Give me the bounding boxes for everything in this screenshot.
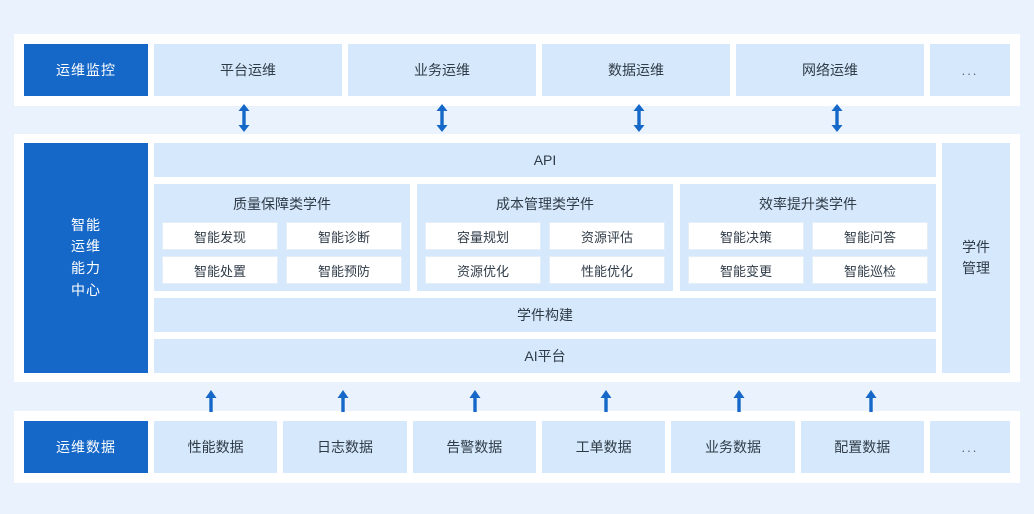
ops-monitoring-label: 运维监控: [24, 44, 148, 96]
group-quality-assurance-grid: 智能发现 智能诊断 智能处置 智能预防: [162, 222, 402, 284]
ai-platform-bar[interactable]: AI平台: [154, 339, 936, 373]
ops-data-panel: 运维数据 性能数据 日志数据 告警数据 工单数据 业务数据 配置数据 ...: [14, 411, 1020, 483]
double-arrow-icon-1: [236, 102, 252, 134]
tile-bottom-more[interactable]: ...: [929, 421, 1010, 473]
up-arrow-icon-5: [731, 388, 747, 414]
tile-config-data[interactable]: 配置数据: [800, 421, 924, 473]
double-arrow-icon-2: [434, 102, 450, 134]
aiops-center-label-line-3: 能力: [71, 260, 101, 276]
double-arrow-icon-3: [631, 102, 647, 134]
aiops-center-label-line-1: 智能: [71, 216, 101, 233]
chip-resource-optimization[interactable]: 资源优化: [425, 256, 541, 284]
aiops-center-label: 智能 运维 能力 中心: [24, 143, 148, 373]
chip-resource-assessment[interactable]: 资源评估: [549, 222, 665, 250]
up-arrow-icon-6: [863, 388, 879, 414]
tile-business-ops[interactable]: 业务运维: [348, 44, 536, 96]
ops-data-label: 运维数据: [24, 421, 148, 473]
ops-monitoring-panel: 运维监控 平台运维 业务运维 数据运维 网络运维 ...: [14, 34, 1020, 106]
chip-intelligent-diagnosis[interactable]: 智能诊断: [286, 222, 402, 250]
learnware-management-line-1: 学件: [962, 239, 990, 255]
group-efficiency-improvement: 效率提升类学件 智能决策 智能问答 智能变更 智能巡检: [680, 184, 936, 291]
group-efficiency-improvement-grid: 智能决策 智能问答 智能变更 智能巡检: [688, 222, 928, 284]
up-arrow-icon-2: [335, 388, 351, 414]
tile-ticket-data[interactable]: 工单数据: [541, 421, 666, 473]
chip-intelligent-handling[interactable]: 智能处置: [162, 256, 278, 284]
learnware-groups-row: 质量保障类学件 智能发现 智能诊断 智能处置 智能预防 成本管理类学件 容量规划…: [154, 184, 936, 291]
chip-intelligent-decision[interactable]: 智能决策: [688, 222, 804, 250]
chip-intelligent-inspection[interactable]: 智能巡检: [812, 256, 928, 284]
group-quality-assurance: 质量保障类学件 智能发现 智能诊断 智能处置 智能预防: [154, 184, 410, 291]
aiops-center-label-line-2: 运维: [71, 238, 101, 255]
chip-capacity-planning[interactable]: 容量规划: [425, 222, 541, 250]
learnware-build-bar[interactable]: 学件构建: [154, 298, 936, 332]
chip-performance-optimization[interactable]: 性能优化: [549, 256, 665, 284]
tile-data-ops[interactable]: 数据运维: [542, 44, 730, 96]
tile-business-data[interactable]: 业务数据: [671, 421, 795, 473]
capability-stack: API 质量保障类学件 智能发现 智能诊断 智能处置 智能预防 成本管理类学件 …: [154, 143, 936, 373]
tile-network-ops[interactable]: 网络运维: [736, 44, 924, 96]
double-arrow-icon-4: [829, 102, 845, 134]
aiops-capability-center-panel: 智能 运维 能力 中心 API 质量保障类学件 智能发现 智能诊断 智能处置 智…: [14, 134, 1020, 382]
group-efficiency-improvement-title: 效率提升类学件: [759, 196, 857, 212]
chip-intelligent-discovery[interactable]: 智能发现: [162, 222, 278, 250]
up-arrow-icon-3: [467, 388, 483, 414]
up-arrow-icon-1: [203, 388, 219, 414]
group-quality-assurance-title: 质量保障类学件: [233, 196, 331, 212]
up-arrow-icon-4: [598, 388, 614, 414]
tile-platform-ops[interactable]: 平台运维: [154, 44, 342, 96]
tile-top-more[interactable]: ...: [930, 44, 1010, 96]
aiops-center-label-line-4: 中心: [71, 281, 101, 298]
group-cost-management: 成本管理类学件 容量规划 资源评估 资源优化 性能优化: [417, 184, 673, 291]
tile-log-data[interactable]: 日志数据: [283, 421, 407, 473]
chip-intelligent-prevention[interactable]: 智能预防: [286, 256, 402, 284]
learnware-management-line-2: 管理: [962, 260, 990, 276]
api-bar[interactable]: API: [154, 143, 936, 177]
tile-alarm-data[interactable]: 告警数据: [412, 421, 536, 473]
group-cost-management-title: 成本管理类学件: [496, 196, 594, 212]
chip-intelligent-qa[interactable]: 智能问答: [812, 222, 928, 250]
tile-performance-data[interactable]: 性能数据: [154, 421, 278, 473]
group-cost-management-grid: 容量规划 资源评估 资源优化 性能优化: [425, 222, 665, 284]
learnware-management-column[interactable]: 学件 管理: [942, 143, 1010, 373]
chip-intelligent-change[interactable]: 智能变更: [688, 256, 804, 284]
